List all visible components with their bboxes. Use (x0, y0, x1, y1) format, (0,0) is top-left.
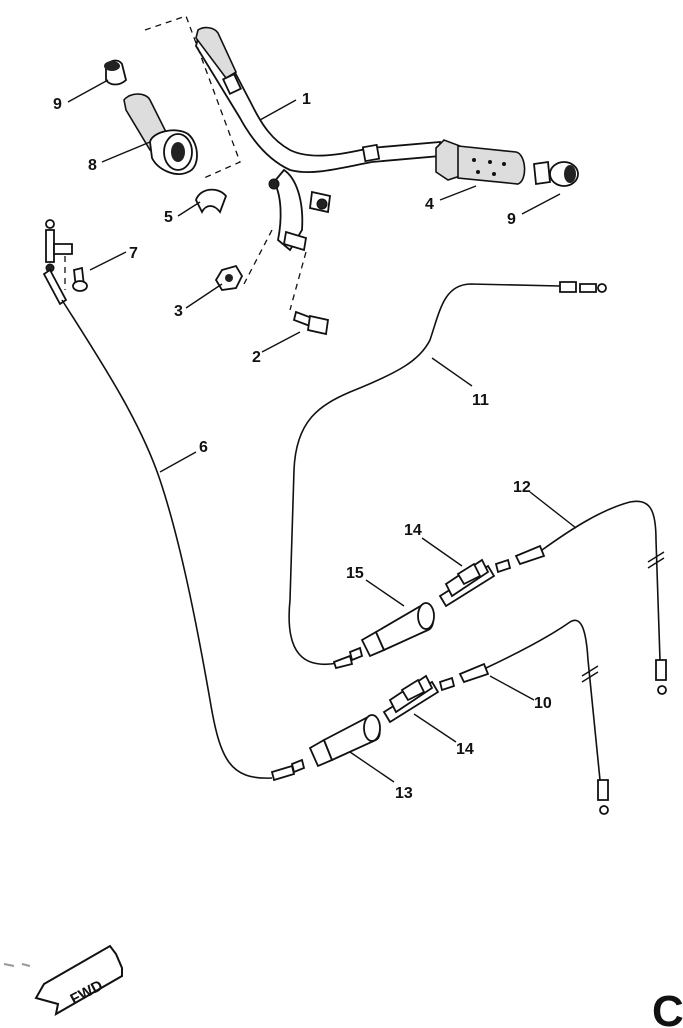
callout-15: 15 (346, 565, 364, 582)
callout-1: 1 (302, 91, 311, 108)
callout-11: 11 (472, 392, 489, 409)
screw (72, 266, 88, 292)
assembly-line (144, 15, 241, 179)
cable-10-fitting (438, 662, 490, 692)
cable-connector (438, 558, 496, 608)
callout-3: 3 (174, 303, 183, 320)
throttle-cable (61, 299, 273, 779)
callout-8: 8 (88, 157, 97, 174)
callout-6: 6 (199, 439, 208, 456)
callout-labels: 1 2 3 4 5 6 7 8 9 9 10 11 12 13 14 14 15 (53, 91, 552, 802)
handlebar-stem (268, 168, 331, 252)
callout-12: 12 (513, 479, 531, 496)
fwd-arrow-icon (34, 944, 123, 1016)
callout-13: 13 (395, 785, 413, 802)
callout-10: 10 (534, 695, 552, 712)
cable-12-fitting (494, 544, 546, 574)
clip (195, 188, 228, 215)
cable-10 (485, 619, 601, 781)
cable-12 (541, 500, 661, 661)
cable-break-mark (581, 665, 599, 683)
forward-direction-arrow: FWD (3, 944, 123, 1016)
callout-9-right: 9 (507, 211, 516, 228)
callout-4: 4 (425, 196, 434, 213)
throttle-grip (123, 93, 198, 175)
cable-junction (308, 714, 381, 768)
cable-11-fitting (332, 654, 354, 670)
page-corner-letter: C (652, 987, 683, 1028)
callout-2: 2 (252, 349, 261, 366)
cable-11 (288, 283, 561, 666)
callout-5: 5 (164, 209, 173, 226)
bolt (292, 310, 330, 336)
right-grip (435, 139, 526, 185)
grip-end-right (533, 160, 579, 187)
throttle-cable-end (42, 219, 73, 306)
cable-11-fitting (348, 646, 364, 662)
cable-10-end (597, 779, 609, 815)
nut (214, 264, 244, 291)
cable-11-end (559, 281, 607, 293)
callout-14-lower: 14 (456, 741, 474, 758)
assembly-line (243, 229, 273, 285)
callout-9-left: 9 (53, 96, 62, 113)
grip-end-left (104, 59, 127, 86)
cable-12-end (655, 659, 667, 695)
leader-lines (67, 79, 577, 783)
callout-7: 7 (129, 245, 138, 262)
cable-junction (360, 602, 435, 658)
handlebar (195, 26, 441, 173)
throttle-cable-fitting (270, 758, 306, 782)
callout-14-upper: 14 (404, 522, 422, 539)
assembly-line (289, 251, 307, 311)
cable-connector (382, 674, 440, 724)
cable-break-mark (647, 551, 665, 569)
